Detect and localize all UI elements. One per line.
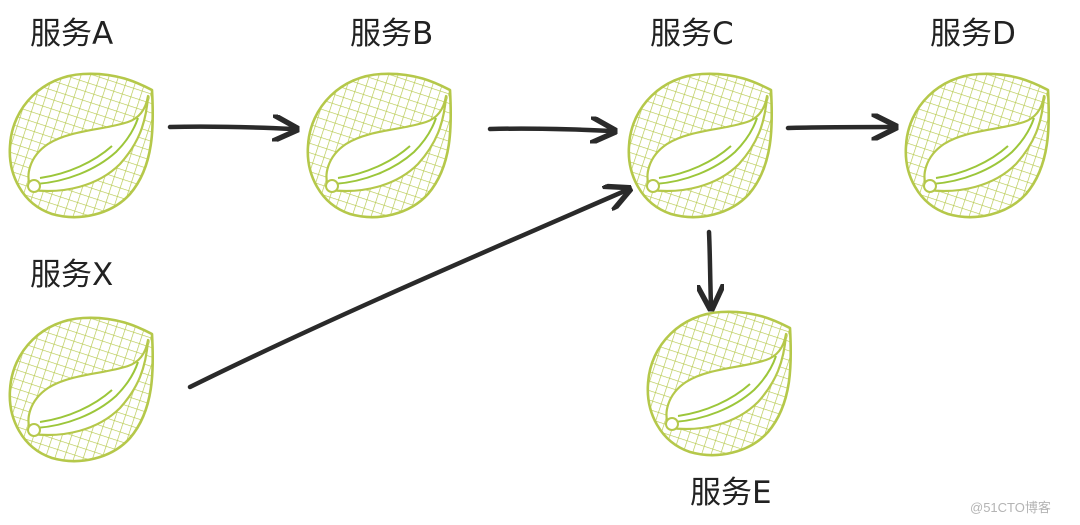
- service-node-a: 服务A: [8, 16, 155, 219]
- service-node-c: 服务C: [627, 16, 774, 219]
- service-node-b: 服务B: [306, 16, 453, 219]
- spring-leaf-icon: [904, 72, 1051, 219]
- edges: [167, 127, 893, 390]
- service-label-c: 服务C: [650, 16, 734, 52]
- service-label-a: 服务A: [30, 16, 113, 52]
- arrow-x-to-c: [187, 190, 627, 390]
- service-node-x: 服务X: [8, 257, 155, 463]
- spring-leaf-icon: [8, 316, 155, 463]
- service-label-b: 服务B: [350, 16, 433, 52]
- spring-leaf-icon: [306, 72, 453, 219]
- spring-leaf-icon: [627, 72, 774, 219]
- service-label-d: 服务D: [930, 16, 1016, 52]
- spring-leaf-icon: [8, 72, 155, 219]
- arrow-c-to-d: [785, 127, 893, 128]
- watermark: @51CTO博客: [970, 500, 1051, 515]
- arrow-b-to-c: [487, 129, 612, 131]
- service-label-x: 服务X: [30, 257, 113, 293]
- service-node-d: 服务D: [904, 16, 1051, 219]
- arrow-a-to-b: [167, 127, 294, 129]
- spring-leaf-icon: [646, 310, 793, 457]
- service-label-e: 服务E: [690, 475, 772, 511]
- service-node-e: 服务E: [646, 310, 793, 511]
- arrow-c-to-e: [709, 229, 711, 306]
